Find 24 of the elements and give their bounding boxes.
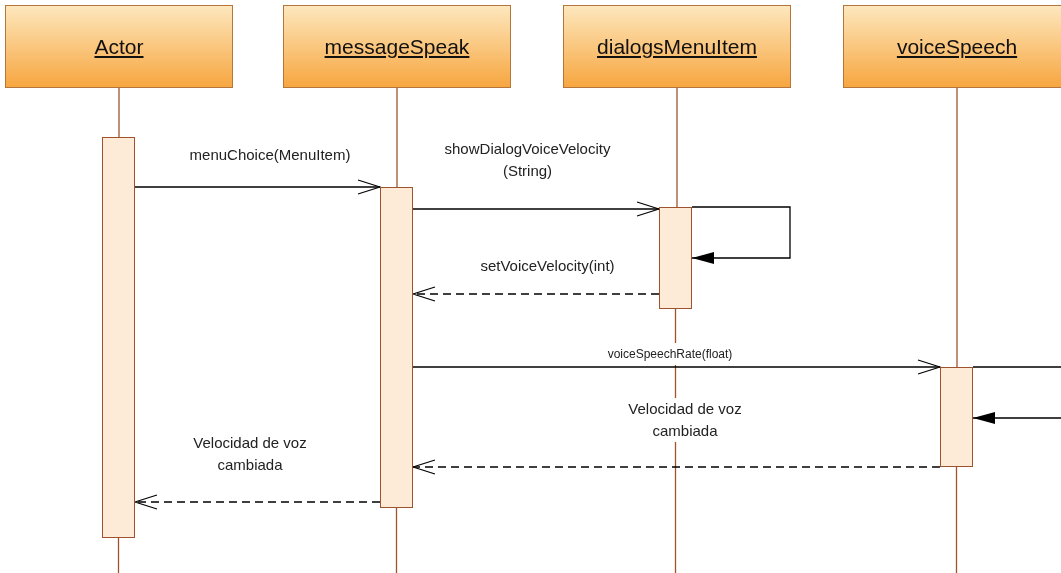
activation-bar (659, 207, 692, 309)
message-arrow (412, 459, 941, 475)
lifeline (396, 87, 398, 188)
message-arrow (134, 494, 381, 510)
lifeline-head (283, 5, 511, 88)
lifeline-head (5, 5, 233, 88)
message-arrow (972, 366, 1061, 424)
object-name: messageSpeak (324, 34, 470, 59)
lifeline-head (563, 5, 791, 88)
message-arrow (412, 286, 660, 302)
activation-bar (940, 367, 973, 467)
message-arrow (412, 359, 941, 375)
lifeline (676, 87, 678, 208)
lifeline-head (843, 5, 1061, 88)
activation-bar (102, 137, 135, 538)
message-arrow (691, 206, 791, 264)
activation-bar (380, 187, 413, 508)
message-arrow (134, 179, 381, 195)
object-name: Actor (94, 34, 144, 59)
lifeline (956, 87, 958, 368)
object-name: voiceSpeech (896, 34, 1018, 59)
object-name: dialogsMenuItem (597, 34, 757, 59)
message-arrow (412, 201, 660, 217)
lifeline (118, 87, 120, 138)
